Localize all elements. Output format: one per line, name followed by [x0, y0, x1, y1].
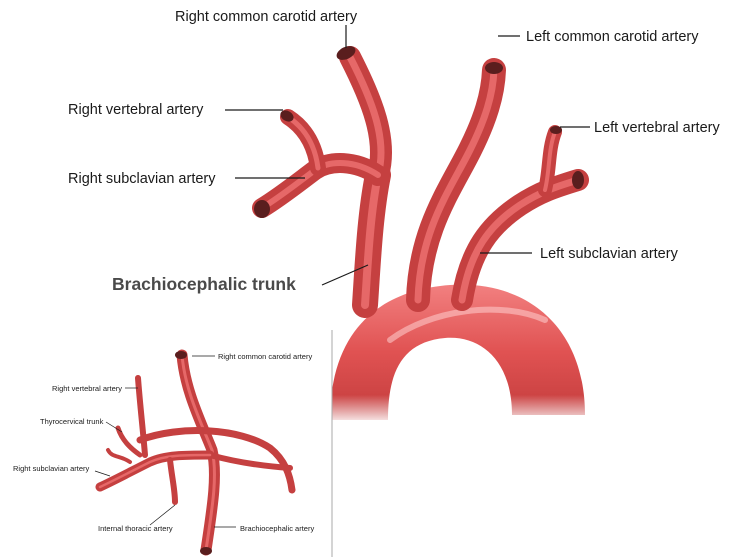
label-left-vertebral: Left vertebral artery [594, 120, 720, 136]
label-right-common-carotid: Right common carotid artery [175, 9, 358, 25]
inset-label-right-vertebral: Right vertebral artery [52, 384, 122, 393]
left-common-carotid-artery [418, 70, 494, 300]
label-brachiocephalic-trunk: Brachiocephalic trunk [112, 274, 296, 294]
inset-diagram: Right common carotid artery Right verteb… [0, 330, 332, 557]
inset-label-brachiocephalic: Brachiocephalic artery [240, 524, 314, 533]
label-left-subclavian: Left subclavian artery [540, 246, 679, 262]
inset-label-thyrocervical-trunk: Thyrocervical trunk [40, 417, 104, 426]
inset-label-right-subclavian: Right subclavian artery [13, 464, 90, 473]
inset-label-internal-thoracic: Internal thoracic artery [98, 524, 173, 533]
label-right-subclavian: Right subclavian artery [68, 171, 216, 187]
label-right-vertebral: Right vertebral artery [68, 102, 204, 118]
right-vertebral-artery [288, 117, 318, 168]
inset-label-right-common-carotid: Right common carotid artery [218, 352, 312, 361]
label-left-common-carotid: Left common carotid artery [526, 29, 699, 45]
